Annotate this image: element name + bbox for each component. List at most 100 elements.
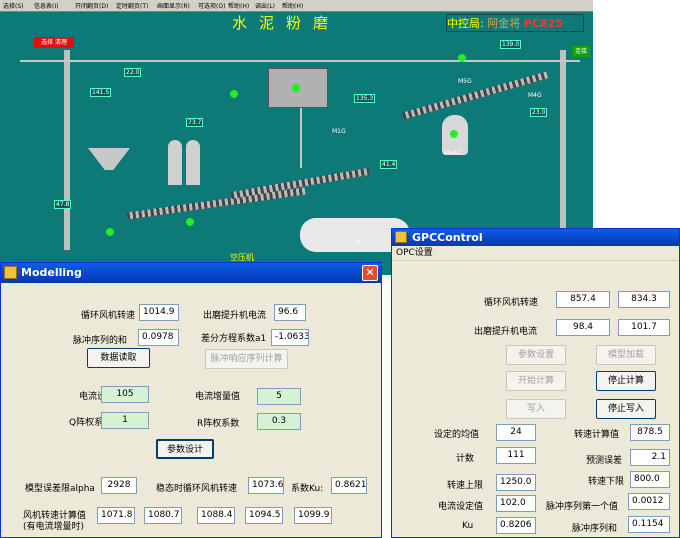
scada-background: 选择(S) 信息表(I) 开闭翻页(D) 定时翻页(T) 画面显示(R) 可选项… bbox=[0, 0, 593, 275]
value-box-3: 73.7 bbox=[186, 118, 204, 127]
bucket-elevator-left bbox=[64, 50, 70, 250]
pred-error-field[interactable]: 2.1 bbox=[630, 449, 670, 466]
status-dot-silo bbox=[186, 218, 194, 226]
scada-menu-load[interactable]: 调出(L) bbox=[255, 3, 276, 10]
speed-upper-label: 转速上限 bbox=[447, 481, 484, 491]
scada-menu-options[interactable]: 可选项(O) bbox=[198, 3, 226, 10]
steady-speed-field[interactable]: 1073.6 bbox=[248, 477, 284, 494]
gpc-circ-fan-speed-a[interactable]: 857.4 bbox=[556, 291, 610, 308]
app-icon bbox=[395, 231, 407, 243]
speed-calc-value-3[interactable]: 1088.4 bbox=[197, 507, 235, 524]
scada-red-button[interactable]: 选择 清理 bbox=[34, 37, 74, 48]
control-label: 中控局: bbox=[447, 17, 484, 30]
stop-calc-button[interactable]: 停止计算 bbox=[596, 371, 656, 391]
stop-write-button[interactable]: 停止写入 bbox=[596, 399, 656, 419]
scada-menu-info[interactable]: 信息表(I) bbox=[34, 3, 59, 10]
pulse-sum-field[interactable]: 0.0978 bbox=[138, 329, 179, 346]
value-box-7: 41.4 bbox=[380, 160, 398, 169]
param-design-button[interactable]: 参数设计 bbox=[156, 439, 214, 459]
control-name: 阿金将 bbox=[487, 17, 521, 30]
circ-fan-speed-field[interactable]: 1014.9 bbox=[139, 304, 179, 321]
value-box-8: 47.8 bbox=[54, 200, 72, 209]
app-icon bbox=[4, 266, 17, 279]
label-m6ac: M6AC bbox=[444, 150, 462, 157]
scada-green-button[interactable]: 连接 bbox=[572, 46, 590, 57]
param-set-button[interactable]: 参数设置 bbox=[506, 345, 566, 365]
modelling-title: Modelling bbox=[21, 266, 82, 279]
modelling-window: Modelling ✕ 循环风机转速 1014.9 出磨提升机电流 96.6 脉… bbox=[0, 262, 382, 538]
label-m1g: M1G bbox=[332, 128, 346, 135]
status-dot-feeder bbox=[106, 228, 114, 236]
gpc-mill-lift-current-a[interactable]: 98.4 bbox=[556, 319, 610, 336]
pulse-first-label: 脉冲序列第一个值 bbox=[546, 502, 619, 512]
speed-calc-label: 转速计算值 bbox=[574, 430, 620, 440]
count-field[interactable]: 111 bbox=[496, 447, 536, 464]
gpc-mill-lift-current-label: 出磨提升机电流 bbox=[474, 327, 538, 337]
current-set-field[interactable]: 102.0 bbox=[496, 495, 536, 512]
pipe-top bbox=[20, 60, 580, 62]
scada-menu-display[interactable]: 画面显示(R) bbox=[157, 3, 190, 10]
model-error-label: 模型误差限alpha bbox=[25, 484, 95, 494]
diff-coef-field[interactable]: -1.0633 bbox=[271, 329, 309, 346]
scada-menu-page[interactable]: 开闭翻页(D) bbox=[75, 3, 109, 10]
speed-upper-field[interactable]: 1250.0 bbox=[496, 474, 536, 491]
speed-calc-value-4[interactable]: 1094.5 bbox=[245, 507, 283, 524]
gpc-circ-fan-speed-b[interactable]: 834.3 bbox=[618, 291, 670, 308]
q-weight-field[interactable]: 1 bbox=[101, 412, 149, 429]
label-tank-a: A bbox=[356, 238, 361, 246]
mean-field[interactable]: 24 bbox=[496, 424, 536, 441]
control-id: PC825 bbox=[523, 17, 563, 30]
speed-calc-field[interactable]: 878.5 bbox=[630, 424, 670, 441]
scada-menu-select[interactable]: 选择(S) bbox=[3, 3, 24, 10]
conveyor-belt-3 bbox=[401, 71, 549, 120]
gpc-mill-lift-current-b[interactable]: 101.7 bbox=[618, 319, 670, 336]
model-load-button[interactable]: 模型加载 bbox=[596, 345, 656, 365]
ku-label: 系数Ku: bbox=[291, 484, 324, 494]
value-box-6: 23.0 bbox=[530, 108, 548, 117]
start-calc-button[interactable]: 开始计算 bbox=[506, 371, 566, 391]
status-dot-mill bbox=[292, 84, 300, 92]
pulse-response-button[interactable]: 脉冲响应序列计算 bbox=[205, 349, 288, 369]
current-setpoint-field[interactable]: 105 bbox=[101, 386, 149, 403]
gpc-titlebar[interactable]: GPCControl bbox=[392, 229, 679, 246]
r-weight-label: R阵权系数 bbox=[197, 419, 240, 429]
speed-lower-field[interactable]: 800.0 bbox=[630, 471, 670, 488]
write-button[interactable]: 写入 bbox=[506, 399, 566, 419]
scada-control-panel: 中控局: 阿金将 PC825 bbox=[446, 14, 584, 32]
hopper bbox=[88, 148, 130, 170]
menu-opc-settings[interactable]: OPC设置 bbox=[396, 248, 433, 258]
read-data-button[interactable]: 数据读取 bbox=[87, 348, 150, 368]
scada-menu-timer[interactable]: 定时翻页(T) bbox=[116, 3, 149, 10]
scada-menu-help[interactable]: 帮助(H) bbox=[228, 3, 250, 10]
pulse-first-field[interactable]: 0.0012 bbox=[628, 493, 670, 510]
q-weight-label: Q阵权系数 bbox=[69, 418, 113, 428]
pred-error-label: 预测误差 bbox=[586, 456, 623, 466]
r-weight-field[interactable]: 0.3 bbox=[257, 413, 301, 430]
speed-calc-value-5[interactable]: 1099.9 bbox=[294, 507, 332, 524]
ku-field[interactable]: 0.8621 bbox=[331, 477, 367, 494]
scada-menu-help2[interactable]: 帮助(H) bbox=[282, 3, 304, 10]
gpc-menubar: OPC设置 bbox=[392, 246, 679, 261]
model-error-field[interactable]: 2928 bbox=[101, 477, 137, 494]
speed-calc-value-1[interactable]: 1071.8 bbox=[97, 507, 135, 524]
conveyor-belt-1 bbox=[126, 187, 306, 220]
mill-lift-current-label: 出磨提升机电流 bbox=[203, 311, 267, 321]
status-dot-fan bbox=[230, 90, 238, 98]
gpc-title: GPCControl bbox=[412, 231, 483, 244]
diff-coef-label: 差分方程系数a1 bbox=[201, 334, 267, 344]
silo-2 bbox=[186, 140, 200, 185]
modelling-titlebar[interactable]: Modelling ✕ bbox=[1, 263, 381, 283]
close-icon[interactable]: ✕ bbox=[362, 265, 378, 281]
gpc-window: GPCControl OPC设置 循环风机转速 857.4 834.3 出磨提升… bbox=[391, 228, 680, 538]
current-increment-label: 电流增量值 bbox=[195, 392, 241, 402]
circ-fan-speed-label: 循环风机转速 bbox=[81, 311, 136, 321]
mean-label: 设定的均值 bbox=[434, 430, 480, 440]
bucket-elevator-right bbox=[560, 50, 566, 230]
label-m5g: M5G bbox=[458, 78, 472, 85]
speed-calc-value-2[interactable]: 1080.7 bbox=[144, 507, 182, 524]
pulse-sum-field[interactable]: 0.1154 bbox=[628, 516, 670, 533]
gpc-ku-field[interactable]: 0.8206 bbox=[496, 517, 536, 534]
current-set-label: 电流设定值 bbox=[438, 502, 484, 512]
current-increment-field[interactable]: 5 bbox=[257, 388, 301, 405]
mill-lift-current-field[interactable]: 96.6 bbox=[274, 304, 306, 321]
